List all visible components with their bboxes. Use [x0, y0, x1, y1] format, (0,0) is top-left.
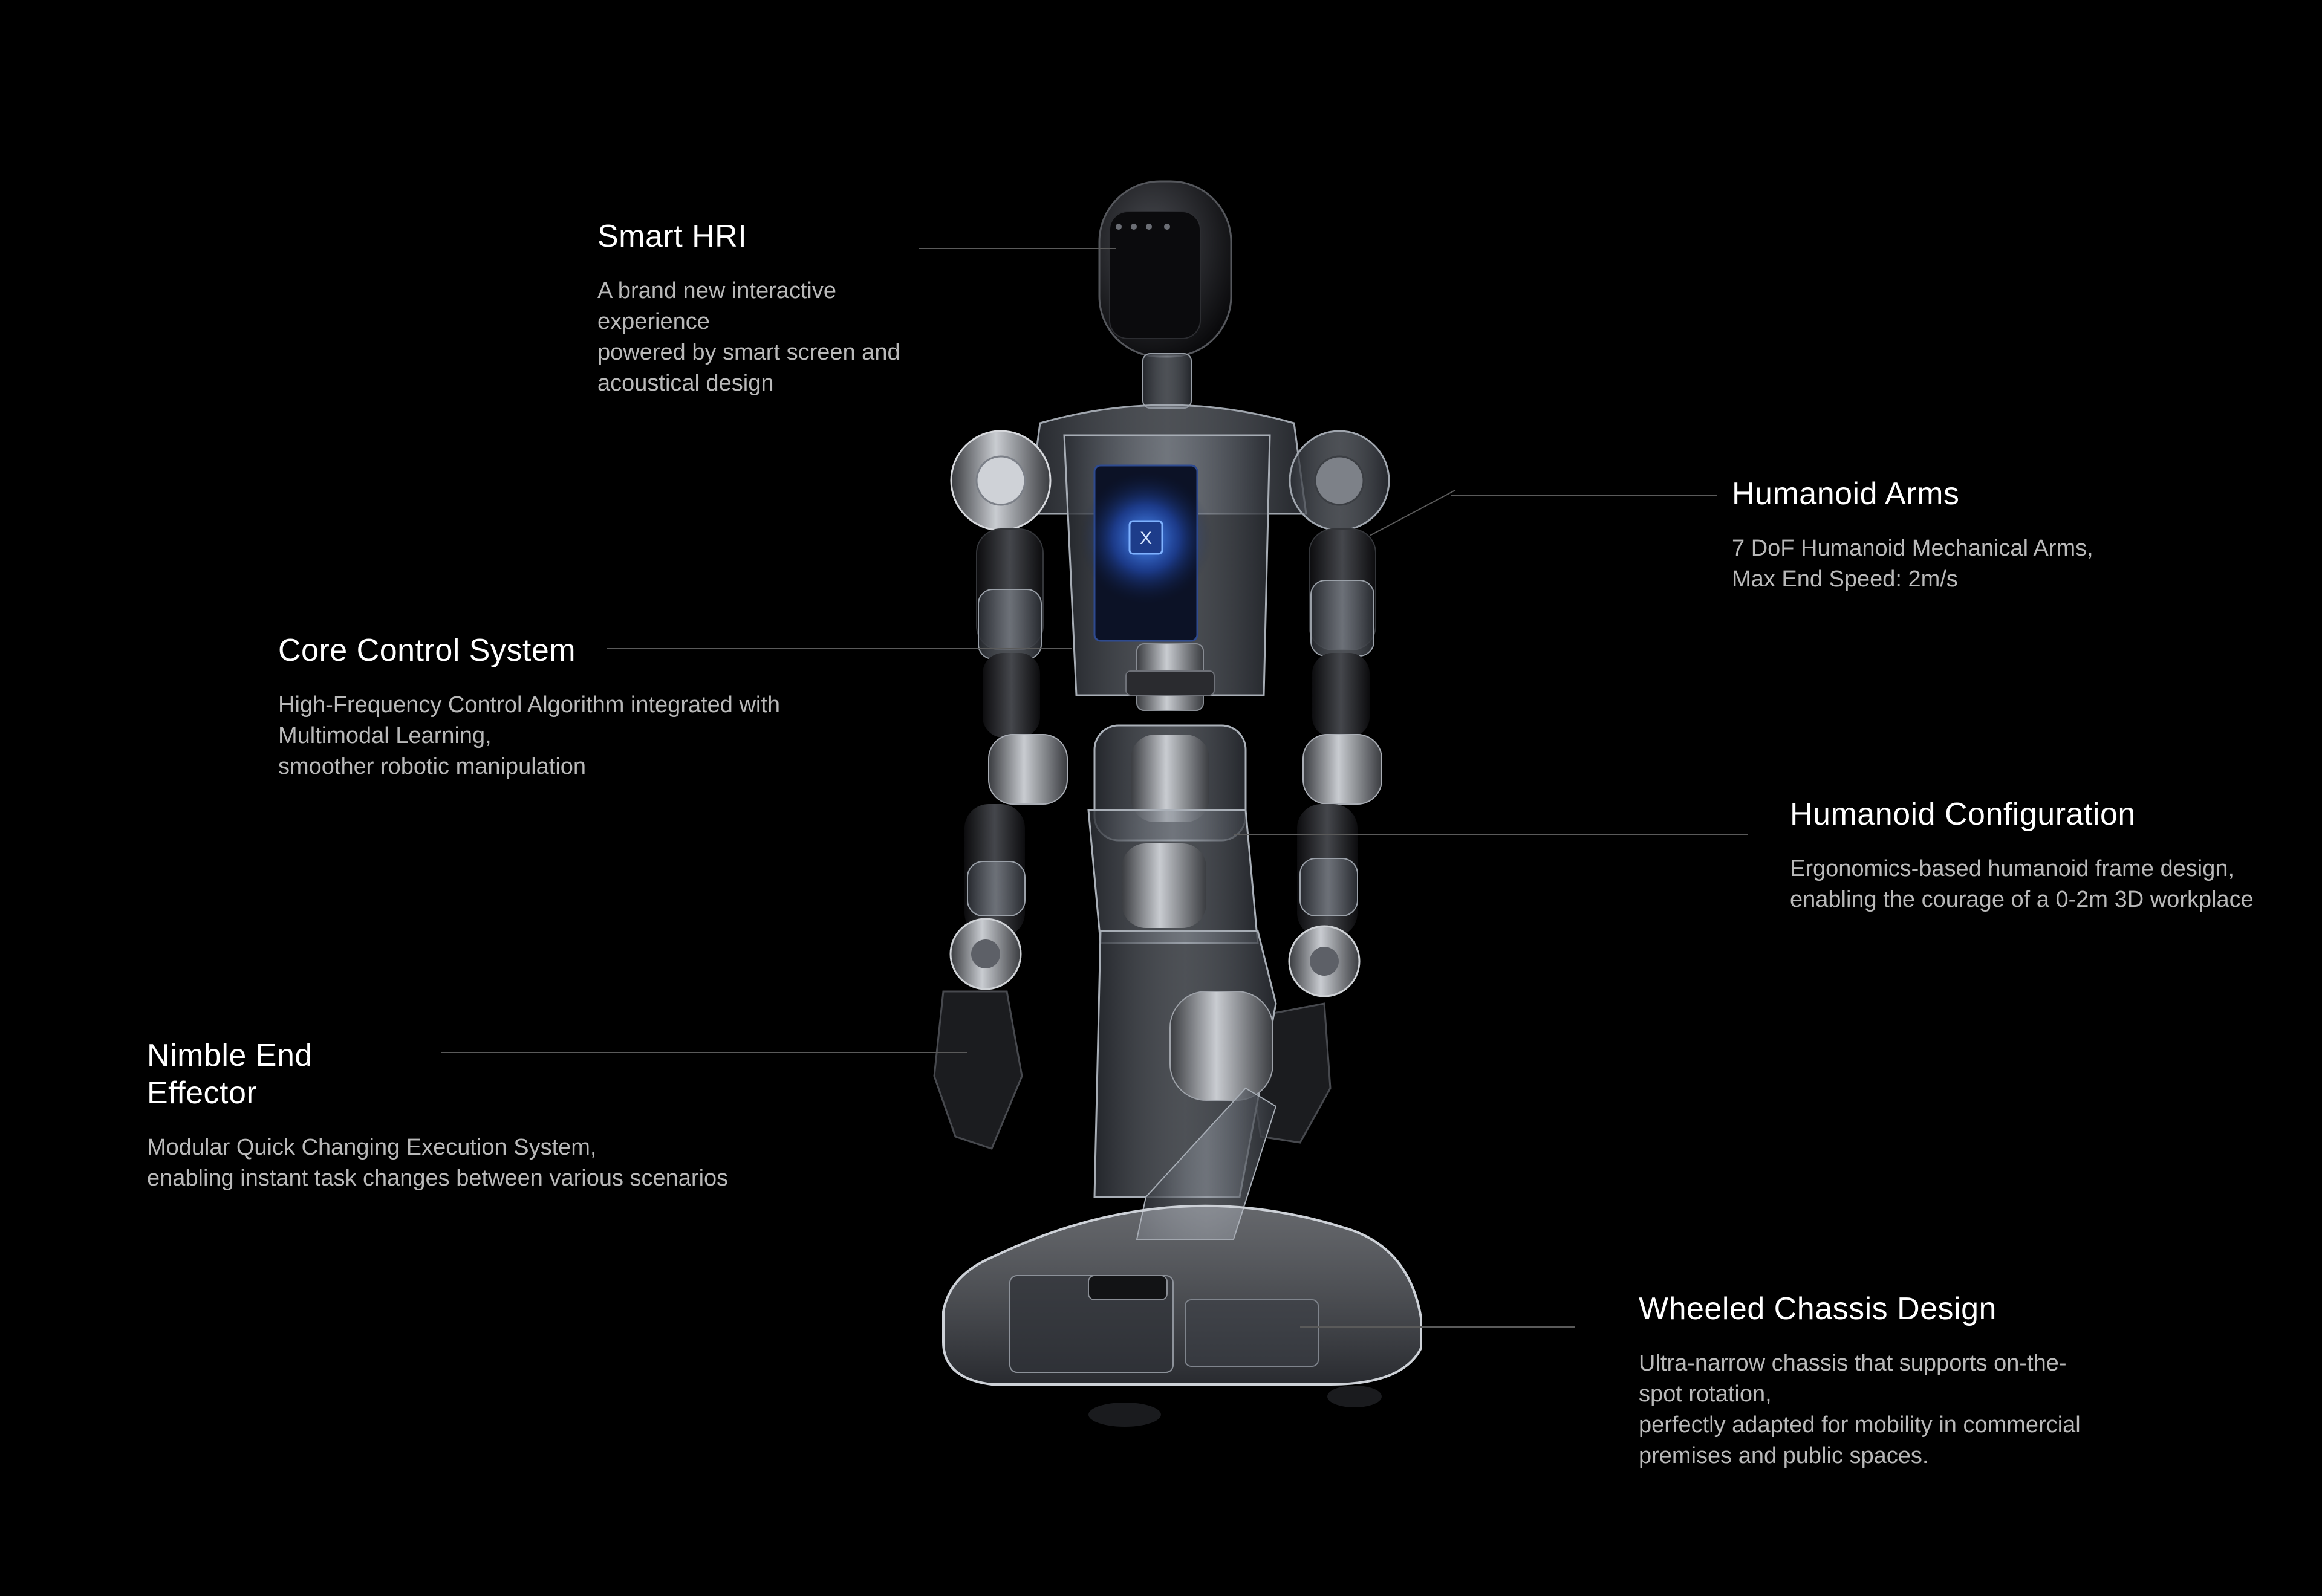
- description-line: premises and public spaces.: [1639, 1443, 1929, 1468]
- feature-title: Core Control System: [278, 633, 576, 668]
- robot-chassis: [942, 1204, 1422, 1427]
- leader-line-wheeled-chassis: [1300, 1326, 1575, 1328]
- description-line: Ergonomics-based humanoid frame design,: [1790, 856, 2235, 881]
- feature-title: Wheeled Chassis Design: [1639, 1291, 1997, 1326]
- description-line: experience: [597, 309, 710, 334]
- feature-humanoid-configuration: Humanoid Configuration Ergonomics-based …: [1790, 796, 2254, 915]
- feature-smart-hri: Smart HRI A brand new interactive experi…: [597, 218, 900, 399]
- feature-title-line2: Effector: [147, 1075, 258, 1111]
- leader-line-humanoid-arms: [1451, 495, 1717, 496]
- feature-description: Ultra-narrow chassis that supports on-th…: [1639, 1348, 2081, 1471]
- description-line: Max End Speed: 2m/s: [1732, 566, 1958, 592]
- description-line: smoother robotic manipulation: [278, 754, 587, 779]
- leader-line-smart-hri: [919, 248, 1116, 249]
- leader-line-humanoid-config: [1234, 834, 1748, 835]
- description-line: spot rotation,: [1639, 1381, 1772, 1407]
- leader-line-core-control: [607, 648, 1072, 649]
- feature-title: Humanoid Configuration: [1790, 797, 2136, 832]
- robot-left-arm: [933, 528, 1068, 1150]
- description-line: 7 DoF Humanoid Mechanical Arms,: [1732, 536, 2093, 561]
- feature-description: A brand new interactive experience power…: [597, 276, 900, 399]
- description-line: Modular Quick Changing Execution System,: [147, 1135, 597, 1160]
- robot-waist: [1087, 724, 1277, 1240]
- feature-core-control-system: Core Control System High-Frequency Contr…: [278, 632, 780, 782]
- feature-humanoid-arms: Humanoid Arms 7 DoF Humanoid Mechanical …: [1732, 475, 2093, 595]
- description-line: A brand new interactive: [597, 278, 837, 303]
- description-line: High-Frequency Control Algorithm integra…: [278, 692, 781, 718]
- feature-title: Smart HRI: [597, 219, 747, 254]
- description-line: acoustical design: [597, 371, 774, 396]
- feature-title-line1: Nimble End: [147, 1038, 313, 1073]
- description-line: Multimodal Learning,: [278, 723, 492, 748]
- leader-line-nimble-end: [441, 1052, 968, 1053]
- feature-nimble-end-effector: Nimble End Effector Modular Quick Changi…: [147, 1037, 728, 1194]
- description-line: Ultra-narrow chassis that supports on-th…: [1639, 1351, 2067, 1376]
- feature-wheeled-chassis-design: Wheeled Chassis Design Ultra-narrow chas…: [1639, 1290, 2081, 1471]
- feature-description: 7 DoF Humanoid Mechanical Arms, Max End …: [1732, 533, 2093, 595]
- chip-label: X: [1140, 528, 1152, 548]
- feature-description: High-Frequency Control Algorithm integra…: [278, 690, 780, 782]
- description-line: powered by smart screen and: [597, 340, 900, 365]
- description-line: enabling the courage of a 0-2m 3D workpl…: [1790, 887, 2254, 912]
- feature-title: Humanoid Arms: [1732, 476, 1960, 511]
- description-line: perfectly adapted for mobility in commer…: [1639, 1412, 2081, 1438]
- robot-torso: X: [1063, 434, 1271, 711]
- feature-description: Ergonomics-based humanoid frame design, …: [1790, 854, 2254, 915]
- description-line: enabling instant task changes between va…: [147, 1166, 729, 1191]
- robot-head: [1098, 180, 1232, 358]
- feature-description: Modular Quick Changing Execution System,…: [147, 1132, 728, 1194]
